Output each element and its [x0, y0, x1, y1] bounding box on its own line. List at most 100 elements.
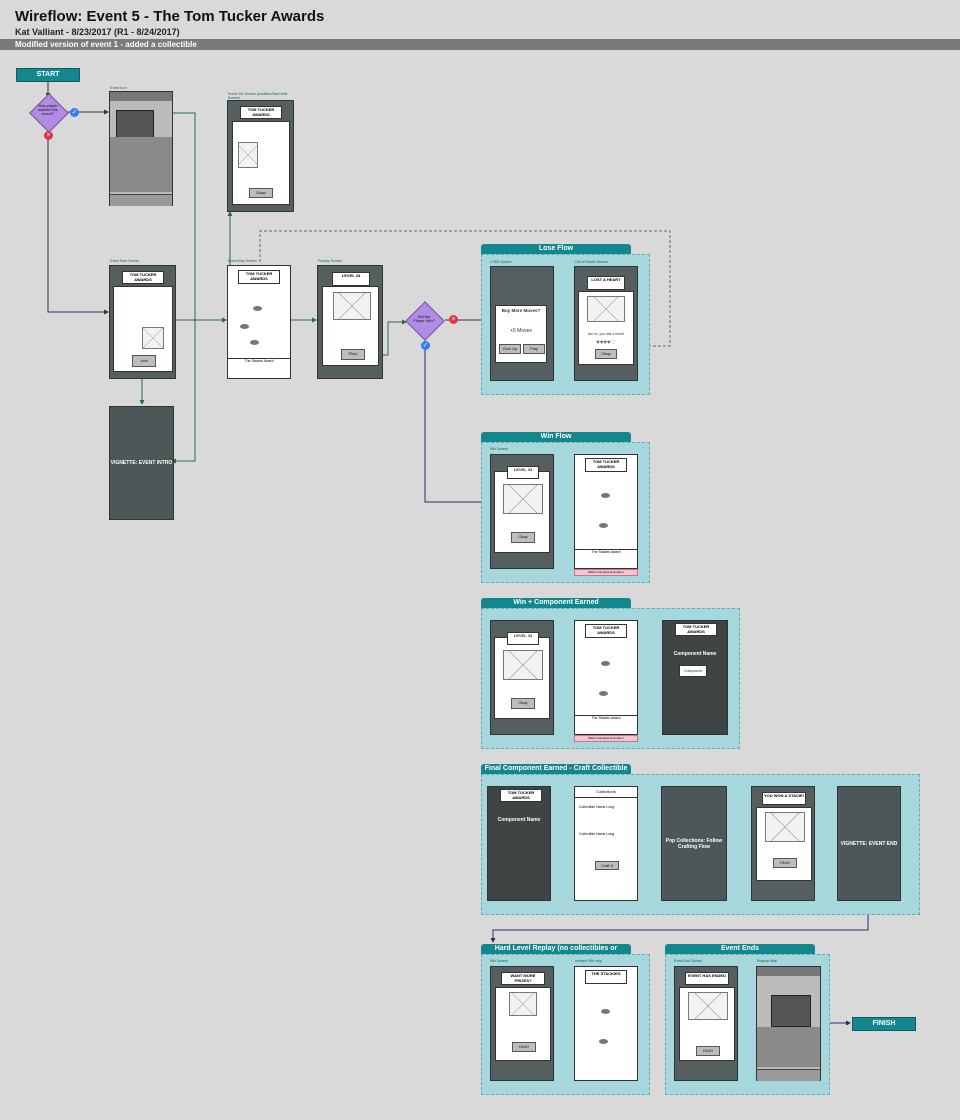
win-flow-tab: Win Flow	[481, 432, 631, 442]
win-map-screen: TOM TUCKER AWARDS The Stacies Award	[574, 454, 638, 569]
component-win-screen: LEVEL 33 Okay	[490, 620, 554, 735]
awards-banner: TOM TUCKER AWARDS	[238, 270, 280, 284]
okay-button[interactable]: Okay	[511, 532, 535, 543]
okay-button[interactable]: Okay	[511, 698, 535, 709]
okay-button[interactable]: OKAY	[512, 1042, 536, 1052]
level-node	[240, 324, 249, 329]
level-banner: LEVEL 33	[507, 632, 539, 645]
okay-button[interactable]: OKAY	[773, 858, 797, 868]
play-button[interactable]: Play	[523, 344, 545, 354]
level-node	[599, 691, 608, 696]
win-screen: LEVEL 33 Okay	[490, 454, 554, 569]
lost-heart-banner: LOST A HEART	[587, 276, 625, 290]
give-up-button[interactable]: Give Up	[499, 344, 521, 354]
event-map-caption: Event Map Screen	[228, 259, 257, 263]
map-ground	[110, 137, 172, 192]
preplay-screen: LEVEL 33 Play!	[317, 265, 383, 379]
component-flow-tab: Win + Component Earned	[481, 598, 631, 608]
you-won-banner: YOU WON A STACIE!	[762, 792, 806, 805]
want-more-banner: WANT MORE PRIZES?	[501, 972, 545, 985]
house-illustration	[771, 995, 811, 1027]
event-icon-caption: Event Icon	[110, 86, 127, 90]
okay-button[interactable]: Okay!	[249, 188, 273, 198]
image-placeholder	[142, 327, 164, 349]
finish-terminal: FINISH	[852, 1017, 916, 1031]
award-label: The Stacies Award	[228, 358, 290, 367]
okay-button[interactable]: OKAY	[696, 1046, 720, 1056]
start-card: Join!	[113, 286, 173, 372]
collectible-row: Collectible Name Long	[579, 832, 615, 836]
author-line: Kat Valliant - 8/23/2017 (R1 - 8/24/2017…	[15, 27, 180, 37]
join-button[interactable]: Join!	[132, 355, 156, 367]
awards-banner: TOM TUCKER AWARDS	[500, 789, 542, 802]
level-node	[599, 523, 608, 528]
event-icon-map-screen	[109, 91, 173, 206]
preplay-caption: Preplay Screen	[318, 259, 342, 263]
component-card: Component	[679, 665, 707, 677]
image-placeholder	[333, 292, 371, 320]
yes-check-icon: ✓	[421, 341, 430, 350]
event-start-caption: Event Start Screen	[110, 259, 140, 263]
regular-map-screen	[756, 966, 821, 1081]
subtitle-text: Modified version of event 1 - added a co…	[15, 40, 197, 49]
status-bar	[757, 967, 820, 976]
component-flow-section: LEVEL 33 Okay TOM TUCKER AWARDS The Stac…	[481, 608, 740, 749]
preplay-card: Play!	[322, 286, 379, 366]
stackies-map-screen: THE STACKIES	[574, 966, 638, 1081]
collectible-row: Collectible Name Long	[579, 805, 615, 809]
level-node	[250, 340, 259, 345]
craft-button[interactable]: Craft It	[595, 861, 619, 870]
collections-title: Collections	[575, 787, 637, 798]
image-placeholder	[503, 650, 543, 680]
lose-flow-section: LOSE Screen Buy More Moves? +5 Moves Giv…	[481, 254, 650, 395]
okay-button[interactable]: Okay	[595, 349, 617, 359]
hearts-icon: ♥♥♥♥♡	[596, 340, 616, 346]
level-node	[253, 306, 262, 311]
image-placeholder	[587, 296, 625, 322]
out-of-hearts-screen: LOST A HEART Aw no, you lost a heart! ♥♥…	[574, 266, 638, 381]
decision-started-label: Has player started this event?	[38, 103, 58, 116]
bottom-bar	[757, 1069, 820, 1081]
animation-note: Basic Complete Animation	[574, 569, 638, 576]
stacie-won-screen: YOU WON A STACIE! OKAY	[751, 786, 815, 901]
stackies-banner: THE STACKIES	[585, 970, 627, 984]
awards-banner: TOM TUCKER AWARDS	[240, 106, 282, 119]
no-x-icon: ×	[44, 131, 53, 140]
craft-flow-section: TOM TUCKER AWARDS Component Name Collect…	[481, 774, 920, 915]
lost-heart-message: Aw no, you lost a heart!	[587, 332, 625, 336]
collections-screen: Collections Collectible Name Long Collec…	[574, 786, 638, 901]
event-map-screen: TOM TUCKER AWARDS The Stacies Award	[227, 265, 291, 379]
animation-note: Basic Complete Animation	[574, 735, 638, 742]
event-end-caption: Event End Screen	[674, 959, 703, 963]
level-node	[601, 493, 610, 498]
plus-moves-label: +5 Moves	[510, 328, 532, 334]
no-x-icon: ×	[449, 315, 458, 324]
event-ended-banner: EVENT HAS ENDED	[685, 972, 729, 985]
play-button[interactable]: Play!	[341, 349, 365, 360]
lose-screen: Buy More Moves? +5 Moves Give Up Play	[490, 266, 554, 381]
start-terminal: START	[16, 68, 80, 82]
lose-flow-tab: Lose Flow	[481, 244, 631, 254]
incident-caption: Incident Win only	[575, 959, 602, 963]
vignette-end-block: VIGNETTE: EVENT END	[837, 786, 901, 901]
regular-map-caption: Regular Map	[757, 959, 778, 963]
craft-flow-tab: Final Component Earned - Craft Collectib…	[481, 764, 631, 774]
replay-flow-section: Win Screen WANT MORE PRIZES? OKAY Incide…	[481, 954, 650, 1095]
win-caption: Win Screen	[490, 447, 509, 451]
replay-flow-tab: Hard Level Replay (no collectibles or vi…	[481, 944, 631, 962]
awards-banner: TOM TUCKER AWARDS	[585, 458, 627, 472]
level-node	[599, 1039, 608, 1044]
map-ground	[757, 1027, 820, 1067]
image-placeholder	[509, 992, 537, 1016]
buy-moves-card: Buy More Moves? +5 Moves Give Up Play	[495, 305, 547, 363]
event-start-screen: TOM TUCKER AWARDS Join!	[109, 265, 176, 379]
replay-win-screen: WANT MORE PRIZES? OKAY	[490, 966, 554, 1081]
event-ends-section: Event End Screen EVENT HAS ENDED OKAY Re…	[665, 954, 830, 1095]
awards-banner: TOM TUCKER AWARDS	[122, 271, 164, 284]
pop-collections-block: Pop Collections: Follow Crafting Flow	[661, 786, 727, 901]
component-name-label: Component Name	[673, 651, 717, 657]
component-map-screen: TOM TUCKER AWARDS The Stacies Award	[574, 620, 638, 735]
win-card: LEVEL 33 Okay	[494, 632, 550, 719]
component-name-label: Component Name	[497, 817, 541, 823]
image-placeholder	[765, 812, 805, 842]
